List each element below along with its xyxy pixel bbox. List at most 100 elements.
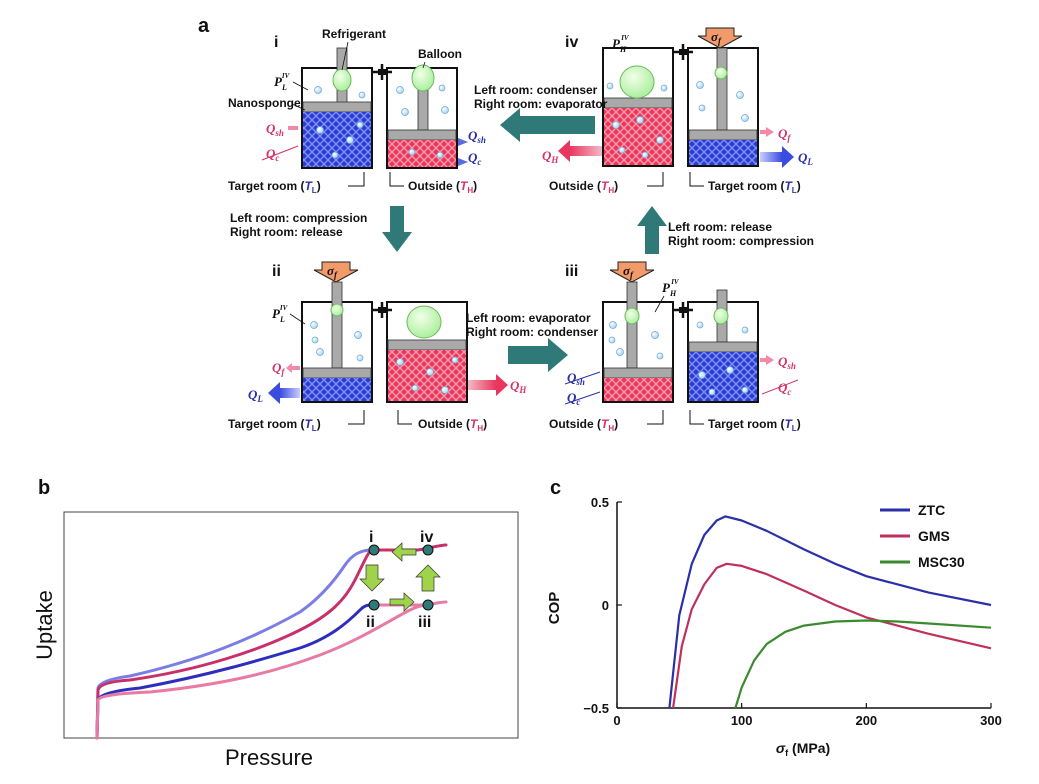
step-iii-number: iii (565, 263, 578, 280)
panel-c-letter: c (550, 477, 561, 499)
step-i: i Refrigerant Balloon Nanosponge PLIV Qs… (228, 27, 486, 195)
transition-line-2: Right room: release (230, 225, 343, 239)
step-i-number: i (274, 34, 278, 51)
isotherm-curves (95, 543, 448, 740)
balloon-left (619, 65, 655, 99)
q-sh-left: Qsh (266, 121, 284, 138)
room-label-left: Outside (TH) (549, 179, 618, 195)
room-label-right: Target room (TL) (708, 179, 801, 195)
pressure-label: PHIV (662, 278, 680, 298)
point-i-label: i (369, 529, 373, 546)
balloon-label: Balloon (418, 47, 462, 61)
plot-frame (63, 511, 519, 739)
step-iv: iv σf PHIV QH Qf QL Outside (TH) Target … (542, 27, 813, 195)
transition-iii-to-iv: Left room: release Right room: compressi… (637, 206, 814, 254)
q-h-label: QH (510, 378, 527, 395)
panel-a-letter: a (198, 15, 210, 37)
room-label-right: Outside (TH) (418, 417, 487, 433)
point-iv-label: iv (420, 529, 433, 546)
isotherm-lower-pink (95, 603, 430, 740)
cycle-points: i iv ii iii (359, 529, 441, 631)
step-ii: ii σf PLIV Qf QL QH Target room (TL) Out… (228, 261, 527, 433)
series-line-gms (672, 562, 992, 709)
pressure-label: PLIV (274, 72, 291, 92)
series-line-msc30 (734, 619, 992, 709)
point-i (368, 544, 380, 556)
balloon-left (624, 307, 640, 325)
refrigerant-label: Refrigerant (322, 27, 386, 41)
piston-rod (716, 47, 728, 131)
series-line-ztc (668, 515, 992, 709)
q-l-label: QL (798, 150, 813, 167)
x-tick-label: 200 (855, 713, 877, 728)
pressure-label: PHIV (612, 34, 630, 54)
transition-line-2: Right room: evaporator (474, 97, 608, 111)
piston-plate (302, 101, 372, 113)
q-sh-left: Qsh (567, 370, 585, 387)
room-label-right: Outside (TH) (408, 179, 477, 195)
transition-line-2: Right room: compression (668, 234, 814, 248)
balloon-right (714, 66, 728, 80)
balloon-right (713, 307, 729, 325)
cycle-arrow-icon (637, 206, 667, 254)
transition-line-1: Left room: release (668, 220, 772, 234)
q-sh-right: Qsh (468, 128, 486, 145)
sigma-label: σf (623, 263, 634, 280)
panel-b-letter: b (38, 477, 50, 499)
step-iii: iii σf PHIV Qsh Qc Qsh Qc Outside (TH) T… (549, 261, 801, 433)
q-h-label: QH (542, 148, 559, 165)
transition-ii-to-iii: Left room: evaporator Right room: conden… (466, 311, 598, 372)
room-label-left: Outside (TH) (549, 417, 618, 433)
arrow-iv-to-i-icon (391, 542, 417, 562)
transition-line-1: Left room: compression (230, 211, 367, 225)
transition-line-1: Left room: condenser (474, 83, 598, 97)
q-c-left: Qc (567, 390, 580, 407)
refrigerant-bubbles (606, 81, 749, 159)
legend-label-gms: GMS (918, 528, 950, 544)
point-iii (422, 599, 434, 611)
transition-iv-to-i: Left room: condenser Right room: evapora… (474, 83, 608, 142)
balloon-right (406, 305, 442, 339)
balloon-left (330, 303, 344, 317)
transition-line-2: Right room: condenser (466, 325, 598, 339)
piston-plate (387, 129, 457, 141)
nanosponge-right (689, 140, 757, 165)
point-iii-label: iii (418, 614, 431, 631)
cycle-arrow-icon (382, 206, 412, 252)
sigma-label: σf (327, 263, 338, 280)
x-axis-label: Pressure (225, 745, 313, 770)
piston-plate (387, 339, 467, 351)
nanosponge-left (604, 378, 672, 401)
balloon-right (411, 64, 435, 92)
piston-plate (688, 129, 758, 141)
piston-plate (302, 367, 372, 379)
arrow-ii-to-iii-icon (389, 592, 415, 612)
legend-label-ztc: ZTC (918, 502, 945, 518)
y-axis-label: Uptake (32, 590, 57, 660)
x-tick-label: 300 (980, 713, 1002, 728)
arrow-iii-to-iv-icon (415, 564, 441, 592)
balloon-left (332, 68, 352, 92)
pressure-label: PLIV (272, 304, 289, 324)
y-tick-label: 0 (602, 598, 609, 613)
piston-rod (626, 281, 638, 369)
step-ii-number: ii (272, 263, 281, 280)
transition-line-1: Left room: evaporator (466, 311, 591, 325)
nanosponge-right (388, 140, 456, 167)
cycle-arrow-icon (500, 108, 595, 142)
y-axis-label: COP (546, 592, 563, 625)
refrigerant-bubbles (608, 321, 749, 396)
room-label-right: Target room (TL) (708, 417, 801, 433)
x-tick-label: 100 (731, 713, 753, 728)
arrow-i-to-ii-icon (359, 564, 385, 592)
y-tick-label: −0.5 (583, 701, 609, 716)
piston-plate (603, 97, 673, 109)
q-l-label: QL (248, 387, 263, 404)
q-c-left: Qc (266, 146, 279, 163)
room-label-left: Target room (TL) (228, 417, 321, 433)
sigma-label: σf (711, 29, 722, 46)
nanosponge-label: Nanosponge (228, 96, 301, 110)
q-f-label: Qf (272, 360, 285, 377)
